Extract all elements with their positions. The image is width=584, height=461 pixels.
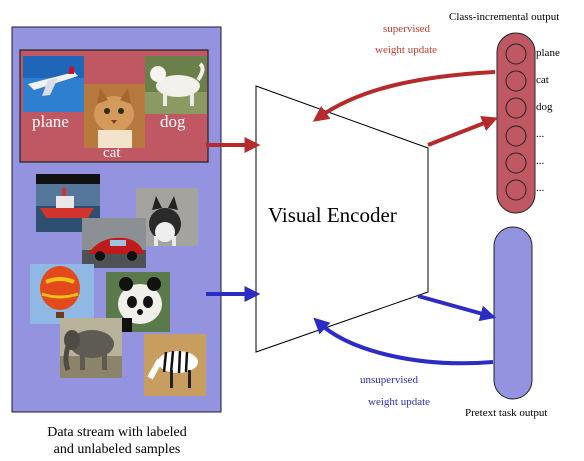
output-node [505,70,527,92]
red-car-photo [82,218,146,268]
class-output-label: ... [536,155,545,167]
class-output-label: ... [536,182,545,194]
output-node [505,125,527,147]
encoder-label: Visual Encoder [268,203,397,227]
dog-label: dog [160,112,186,131]
class-output-label: dog [536,101,553,113]
supervised-weight-label: weight update [375,44,438,56]
encoder-to-class-arrow [427,116,498,147]
output-node [505,152,527,174]
class-output-bar [496,32,536,214]
unsupervised-label: unsupervised [360,374,419,386]
unsupervised-update-arrow [313,317,494,366]
plane-label: plane [32,112,69,131]
husky-photo [136,188,198,246]
balloon-photo [30,264,94,324]
elephant-photo [60,318,122,378]
dog-photo [145,56,207,114]
encoder-to-pretext-arrow [417,294,497,322]
pretext-output-bar [493,226,533,400]
supervised-update-arrow [312,70,496,122]
plane-photo [23,56,84,112]
cat-photo [84,84,145,148]
cat-label: cat [103,145,121,161]
pretext-output-label: Pretext task output [465,407,548,419]
class-output-label: ... [536,128,545,140]
output-node [505,43,527,65]
stream-caption-line1: Data stream with labeled [47,425,187,440]
visual-encoder-shape [255,85,429,353]
supervised-label: supervised [383,23,431,35]
unsupervised-weight-label: weight update [368,396,431,408]
stream-caption-line2: and unlabeled samples [53,442,181,457]
zebra-photo [144,334,206,396]
class-output-label: cat [536,74,549,86]
output-node [505,179,527,201]
class-output-label: plane [536,47,560,59]
class-output-nodes [505,43,527,201]
output-node [505,97,527,119]
class-output-title: Class-incremental output [449,11,560,23]
